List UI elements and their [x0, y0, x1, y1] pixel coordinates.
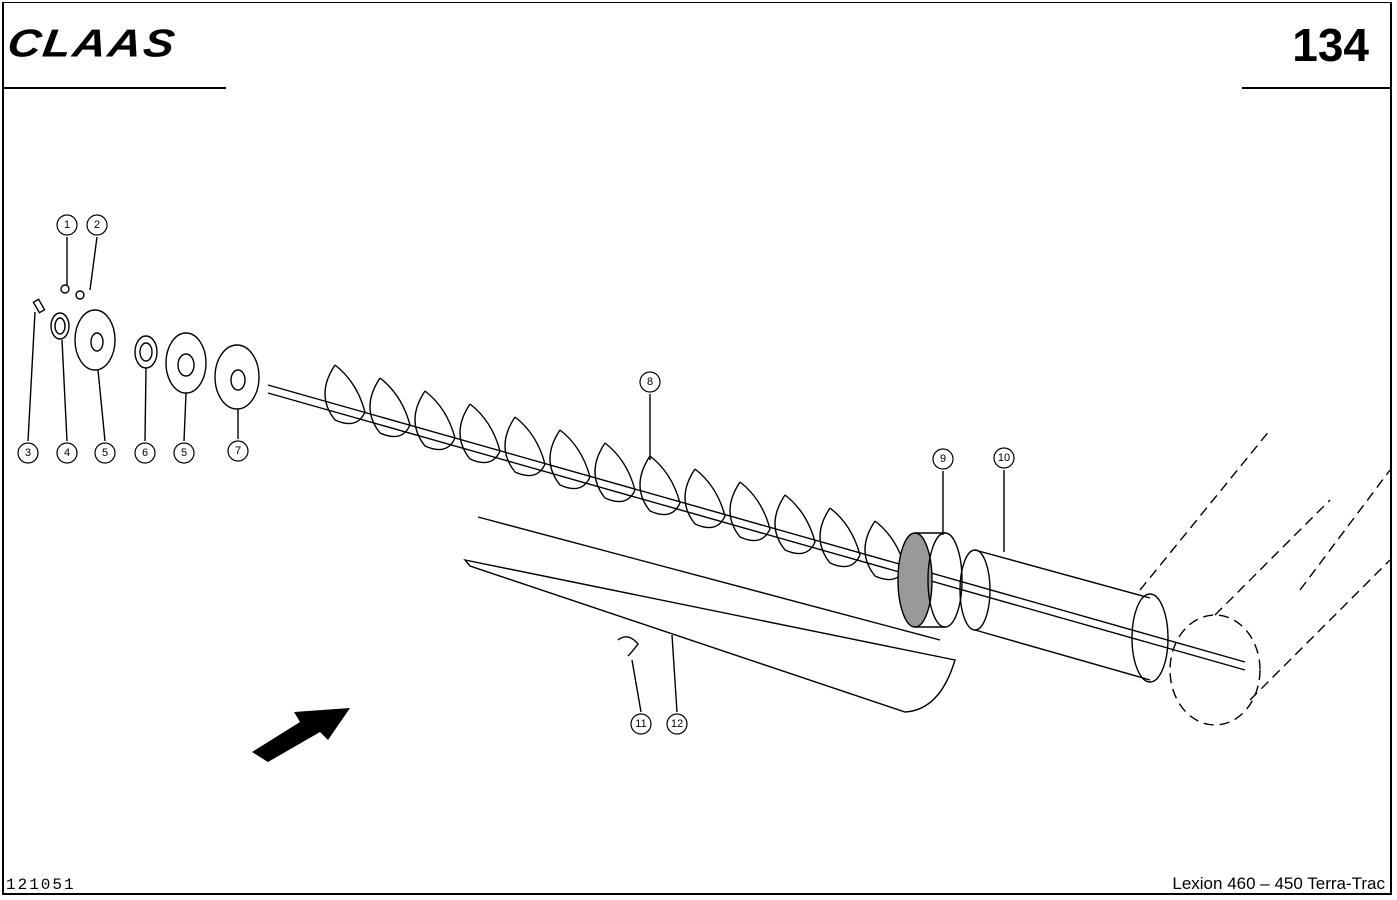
callout-12: 12 [666, 713, 688, 735]
part-set-screw [32, 298, 46, 314]
svg-text:5: 5 [102, 447, 108, 459]
svg-text:9: 9 [940, 453, 946, 465]
part-flange-5a [74, 309, 116, 371]
auger-flight [549, 429, 591, 490]
callout-3: 3 [17, 442, 39, 464]
auger-flight [729, 481, 771, 542]
auger-flight [684, 468, 726, 529]
auger-flight [594, 442, 636, 503]
callout-10: 10 [993, 447, 1015, 469]
page-number: 134 [1292, 19, 1369, 71]
auger-flight [414, 390, 456, 451]
part-bearing-4 [50, 312, 70, 340]
divider [1242, 87, 1392, 89]
callout-9: 9 [932, 448, 954, 470]
auger-flight [504, 416, 546, 477]
callout-5: 5 [173, 442, 195, 464]
part-bearing-6 [134, 335, 158, 369]
model-label: Lexion 460 – 450 Terra-Trac [1172, 874, 1385, 893]
callout-6: 6 [134, 442, 156, 464]
divider [2, 87, 226, 89]
auger-flight [639, 455, 681, 516]
svg-text:6: 6 [142, 447, 148, 459]
direction-arrow-icon [252, 708, 350, 762]
auger-flight [459, 403, 501, 464]
svg-text:4: 4 [64, 447, 70, 459]
auger-flight [774, 494, 816, 555]
svg-text:8: 8 [647, 376, 653, 388]
callout-1: 1 [56, 214, 78, 236]
svg-text:1: 1 [64, 219, 70, 231]
svg-text:7: 7 [235, 445, 241, 457]
svg-text:10: 10 [998, 452, 1010, 464]
callout-4: 4 [56, 442, 78, 464]
svg-text:11: 11 [635, 718, 646, 730]
reference-number: 121051 [6, 876, 76, 894]
callout-7: 7 [227, 440, 249, 462]
svg-text:3: 3 [25, 447, 31, 459]
auger-flight [864, 520, 906, 581]
part-plate-7 [214, 344, 260, 410]
auger-flight [819, 507, 861, 568]
callout-5: 5 [94, 442, 116, 464]
auger-flight [369, 377, 411, 438]
callout-8: 8 [639, 371, 661, 393]
svg-text:2: 2 [94, 219, 100, 231]
callout-11: 11 [630, 713, 652, 735]
svg-text:5: 5 [181, 447, 187, 459]
callout-2: 2 [86, 214, 108, 236]
part-flange-5b [165, 332, 207, 394]
auger-flight [324, 364, 366, 425]
svg-text:12: 12 [671, 718, 683, 730]
